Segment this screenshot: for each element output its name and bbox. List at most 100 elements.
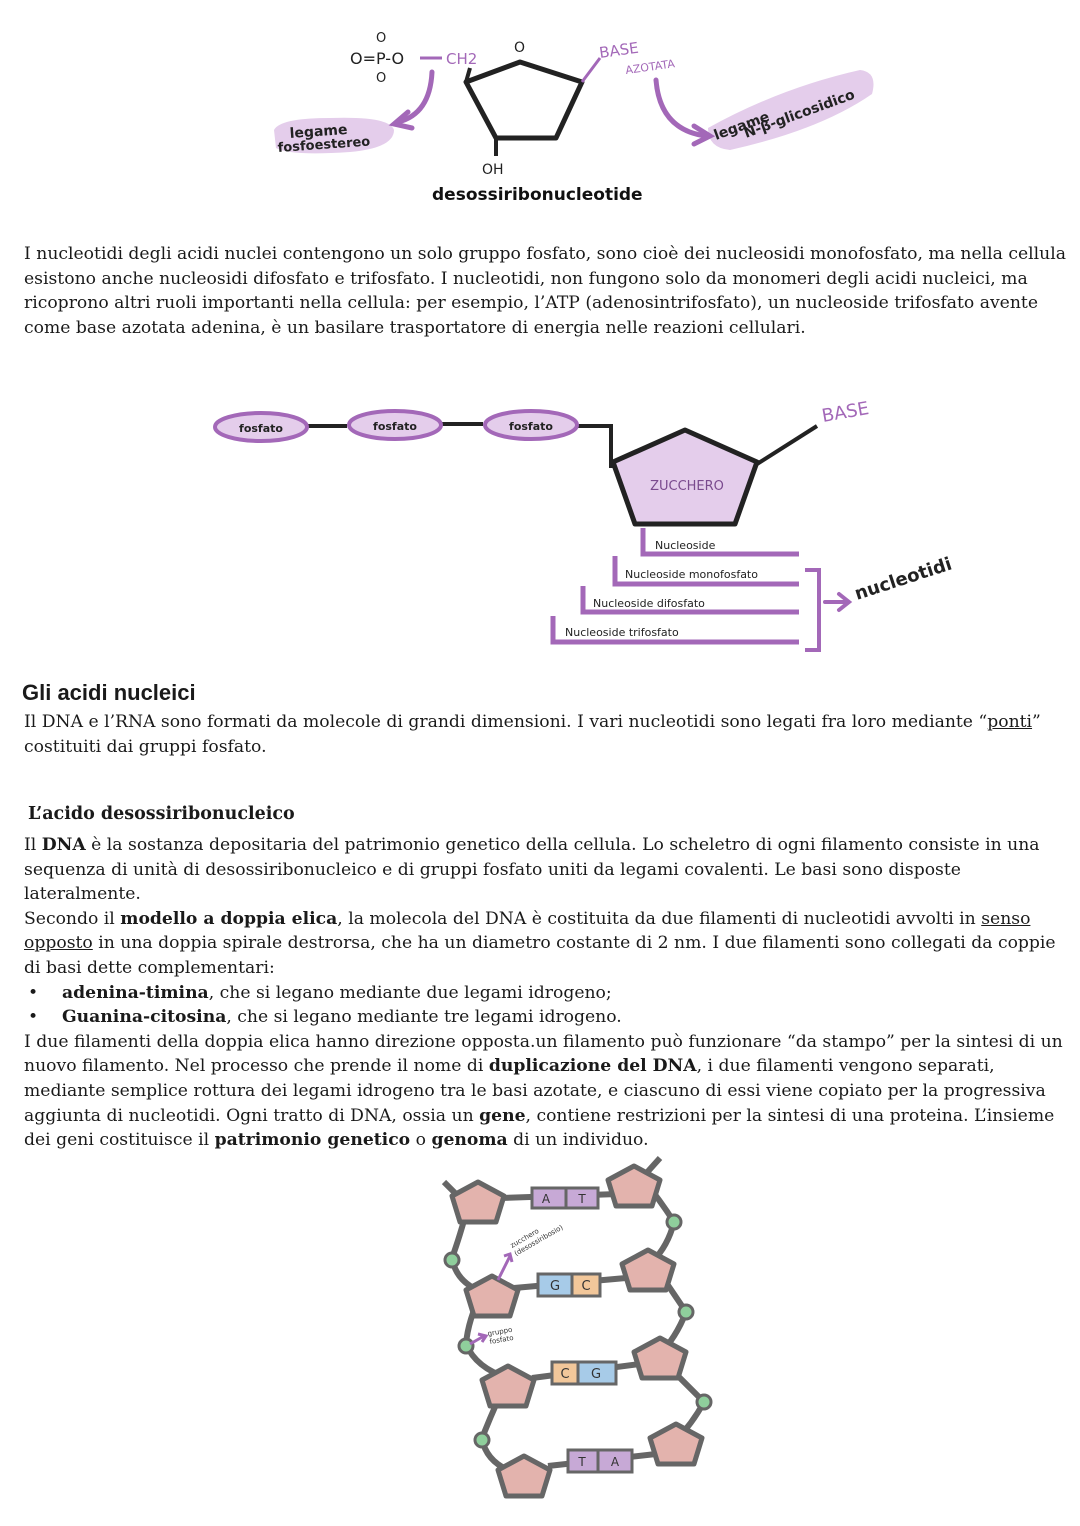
right-bond-highlight [708,70,874,150]
dna-p2: Secondo il modello a doppia elica, la mo… [24,907,1068,981]
intro-paragraph: I nucleotidi degli acidi nuclei contengo… [24,244,1066,338]
dna-p3: I due filamenti della doppia elica hanno… [24,1030,1068,1153]
left-bond-label-2: fosfoestereo [277,135,371,156]
dna-p2-text-1: Secondo il [24,908,121,929]
dna-p3-text-3: , contiene restrizioni per la sintesi di… [24,1105,1055,1151]
phosphate-node-r3 [695,1393,713,1411]
dna-p2-text-2: , la molecola del DNA è costituita da du… [337,908,982,929]
left-arrow-head [388,109,415,131]
dna-p2-underlined: senso opposto [24,908,1031,954]
level-bar-monophosphate [612,556,799,587]
section-paragraph: Il DNA e l’RNA sono formati da molecole … [24,710,1068,759]
ring-oxygen: O [514,40,525,56]
base-pair-2: G C [536,1272,602,1298]
bullet1-text: , che si legano mediante due legami idro… [208,982,612,1003]
section-text-1: Il DNA e l’RNA sono formati da molecole … [24,712,988,732]
phosphate-o-top: O [376,31,386,46]
base-label: BASE [820,398,870,427]
base-letter: C [581,1279,590,1294]
phosphate-2: fosfato [347,409,443,441]
phosphate-o-bottom: O [376,71,386,86]
sugar-r3 [631,1335,689,1381]
sugar-r2 [619,1247,677,1293]
level-bar-nucleoside [640,528,799,557]
dna-p1-bold: DNA [41,835,86,855]
dna-p3-text-1: I due filamenti della doppia elica hanno… [24,1031,1063,1077]
phosphate-node-l2 [457,1337,475,1355]
left-bond-label-1: legame [289,122,348,142]
level-label-triphosphate: Nucleoside trifosfato [565,626,679,639]
base-letter: G [550,1279,560,1294]
section-underlined: ponti [987,712,1033,732]
phosphate-1: fosfato [213,411,309,443]
ch2-text: CH2 [446,50,477,68]
phosphate-node-l1 [443,1251,461,1269]
level-label-monophosphate: Nucleoside monofosfato [625,568,758,581]
oh-text: OH [482,162,504,178]
base-pair-4: T A [566,1448,634,1474]
dna-p3-text-2: , i due filamenti vengono separati, medi… [24,1056,1046,1126]
bullet2-bold: Guanina-citosina [62,1007,227,1028]
base-bond [580,57,602,83]
phosphate-pointer-arrow [469,1332,489,1346]
base-label-2: AZOTATA [625,57,676,77]
dna-p3-bold-4: genoma [431,1130,508,1151]
level-label-diphosphate: Nucleoside difosfato [593,597,705,610]
base-letter: A [542,1192,551,1206]
sugar-label: ZUCCHERO [650,479,724,494]
dna-body: Il DNA è la sostanza depositaria del pat… [24,833,1068,1153]
base-label-1: BASE [598,39,640,62]
section-text-2: ” costituiti dai gruppi fosfato. [24,712,1041,757]
phosphate-node-l3 [473,1431,491,1449]
sugar-pentagon [610,427,760,527]
dna-p3-bold-3: patrimonio genetico [214,1130,411,1151]
sugar-l3 [479,1363,537,1409]
base-letter: T [577,1455,586,1469]
base-pair-3: C G [550,1360,618,1386]
dna-double-helix-figure: A T G C C G T A zucchero (desossiribosio… [441,1155,713,1499]
chain-line-3 [577,424,615,468]
left-bond-highlight [274,117,394,154]
phosphate-node-r2 [677,1303,695,1321]
bracket-label: nucleotidi [852,554,954,605]
section-title: Gli acidi nucleici [22,680,196,705]
dna-p1-text-2: è la sostanza depositaria del patrimonio… [24,835,1040,905]
dna-p3-text-5: di un individuo. [507,1130,649,1151]
dna-p2-text-3: in una doppia spirale destrorsa, che ha … [24,933,1056,978]
nucleotides-bracket [805,568,821,652]
phosphate-label: fosfato [239,422,283,435]
dna-title: L’acido desossiribonucleico [28,804,295,824]
sugar-r1 [605,1163,663,1209]
deoxyribonucleotide-figure: O=P-O O O CH2 O OH BASE AZOTATA legame f… [274,31,874,205]
base-pairs-list: adenina-timina, che si legano mediante d… [24,981,1068,1030]
bullet2-text: , che si legano mediante tre legami idro… [226,1007,622,1028]
list-item: adenina-timina, che si legano mediante d… [24,981,1068,1006]
sugar-pointer-arrow [496,1252,514,1281]
phosphate-group-text: O=P-O [350,49,404,68]
base-letter: T [577,1192,586,1206]
level-label-nucleoside: Nucleoside [655,539,716,552]
dna-p3-text-4: o [410,1130,432,1151]
list-item: Guanina-citosina, che si legano mediante… [24,1005,1068,1030]
level-bar-diphosphate [580,586,799,615]
sugar-l1 [449,1179,507,1225]
dna-p1: Il DNA è la sostanza depositaria del pat… [24,833,1068,907]
left-arrow [395,69,435,125]
sugar-l4 [495,1453,553,1499]
right-arrow [653,77,709,139]
base-letter: G [591,1367,601,1382]
sugar-l2 [463,1273,521,1319]
sugar-r4 [647,1421,705,1467]
phosphate-node-r1 [665,1213,683,1231]
base-pair-1: A T [530,1186,600,1210]
base-letter: C [560,1367,569,1382]
base-line [755,424,819,466]
base-letter: A [611,1455,620,1469]
dna-p3-bold-2: gene [479,1105,526,1126]
phosphate-label: fosfato [509,420,553,433]
nucleotide-phosphates-figure: fosfato fosfato fosfato ZUCCHERO BASE Nu… [213,398,954,652]
bullet1-bold: adenina-timina [62,982,209,1003]
bracket-arrow [823,592,853,612]
dna-p2-bold: modello a doppia elica [120,908,338,929]
ch2-ring-bond [464,67,472,83]
